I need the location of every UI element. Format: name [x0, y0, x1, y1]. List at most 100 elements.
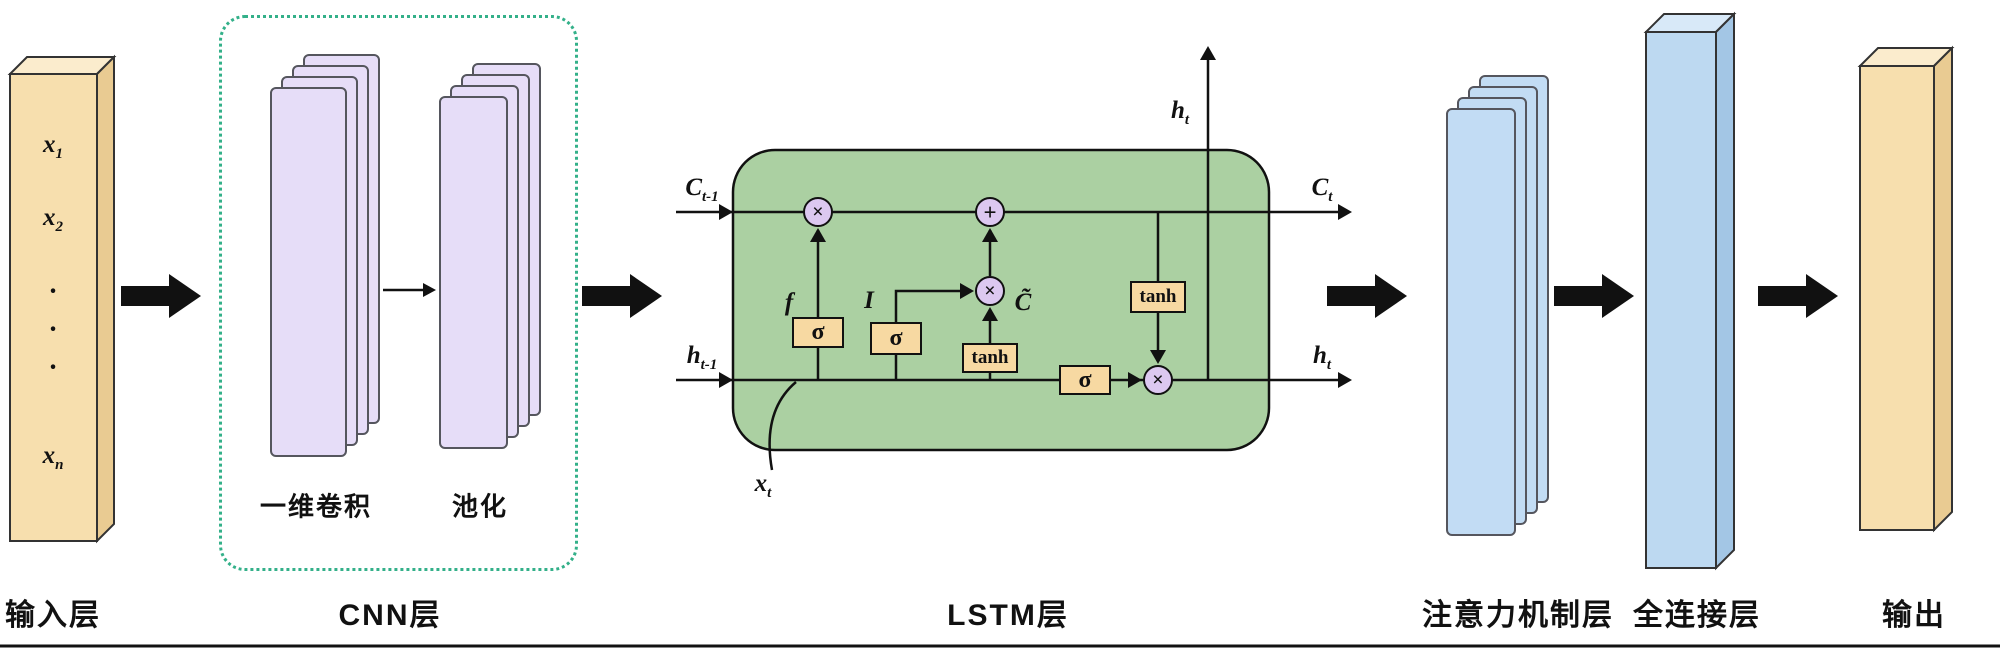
- output-sigma-gate: σ: [1059, 365, 1111, 395]
- cell-exit-arrowhead: [1338, 204, 1352, 220]
- output-bar-side-face: [1933, 45, 1953, 533]
- attention-layer-caption: 注意力机制层: [1422, 599, 1614, 632]
- input-xn-label: xn: [43, 442, 64, 474]
- var-sub: n: [55, 457, 64, 473]
- sigma-to-output-multiply-arrowhead: [1128, 372, 1142, 388]
- input-ellipsis-dot: ·: [48, 314, 58, 345]
- tanh-symbol: tanh: [971, 347, 1009, 368]
- tanh-symbol: tanh: [1139, 286, 1177, 307]
- var-base: x: [43, 131, 56, 158]
- cell-prev-label: Ct-1: [685, 174, 718, 206]
- forget-to-multiply-arrowhead: [810, 228, 826, 242]
- fc-layer-caption: 全连接层: [1633, 599, 1761, 632]
- var-sub: 2: [55, 219, 64, 235]
- pool-panel-front: [439, 96, 508, 449]
- input-sigma-gate: σ: [870, 322, 922, 355]
- multiply-to-add-arrowhead: [982, 228, 998, 242]
- forget-sigma-gate: σ: [792, 317, 844, 348]
- conv-panel-front: [270, 87, 347, 457]
- attention-panel-front: [1446, 108, 1516, 536]
- var-sub: t-1: [702, 189, 719, 205]
- output-caption: 输出: [1882, 599, 1946, 632]
- hidden-entry-arrowhead: [719, 372, 733, 388]
- var-base: x: [754, 470, 768, 497]
- cell-entry-arrowhead: [719, 204, 733, 220]
- var-base: h: [1312, 342, 1327, 369]
- tanh-to-output-multiply-arrowhead: [1150, 350, 1166, 364]
- var-sub: t: [1184, 112, 1190, 128]
- flow-arrow-attention-to-fc: [1554, 274, 1634, 318]
- input-bar-3d: [7, 54, 117, 544]
- multiply-icon: ×: [1152, 369, 1164, 391]
- hidden-exit-arrowhead: [1338, 372, 1352, 388]
- flow-arrow-lstm-to-attention: [1327, 274, 1407, 318]
- var-sub: t: [1328, 189, 1333, 205]
- forget-gate-label: f: [784, 289, 794, 316]
- arrow-shaft: [1758, 286, 1806, 306]
- var-base: C: [685, 174, 703, 201]
- var-sub: t-1: [700, 357, 718, 373]
- input-ellipsis-dot: ·: [48, 352, 58, 383]
- arrow-shaft: [121, 286, 169, 306]
- cnn-thin-arrowhead: [423, 283, 436, 297]
- input-gate-wire: [894, 289, 966, 322]
- input-gate-label: I: [864, 287, 874, 314]
- lstm-layer-caption: LSTM层: [947, 599, 1069, 632]
- xt-input-label: xt: [755, 470, 772, 502]
- input-bar-side-face: [96, 54, 115, 544]
- fc-bar-3d: [1643, 11, 1737, 571]
- tanh-to-multiply-arrowhead: [982, 307, 998, 321]
- hidden-top-arrowhead: [1200, 46, 1216, 60]
- var-base: C: [1311, 174, 1329, 201]
- cnn-layer-caption: CNN层: [338, 599, 442, 632]
- arrow-shaft: [1327, 286, 1375, 306]
- fc-bar-front-face: [1645, 31, 1717, 569]
- conv-caption: 一维卷积: [259, 491, 373, 522]
- sigma-symbol: σ: [811, 319, 825, 345]
- hidden-top-label: ht: [1171, 97, 1189, 129]
- fc-bar-side-face: [1715, 11, 1735, 571]
- var-base: x: [43, 204, 56, 231]
- arrow-head: [1806, 274, 1838, 318]
- flow-arrow-cnn-to-lstm: [582, 274, 662, 318]
- arrow-head: [630, 274, 662, 318]
- input-ellipsis-dot: ·: [48, 276, 58, 307]
- arrow-head: [169, 274, 201, 318]
- var-sub: t: [767, 485, 772, 501]
- input-x1-label: x1: [43, 131, 63, 163]
- hidden-prev-label: ht-1: [687, 342, 718, 374]
- arrow-shaft: [1554, 286, 1602, 306]
- sigma-symbol: σ: [889, 325, 903, 351]
- input-x2-label: x2: [43, 204, 63, 236]
- output-bar-3d: [1857, 45, 1955, 533]
- plus-icon: +: [983, 199, 997, 225]
- pool-caption: 池化: [451, 491, 509, 522]
- multiply-icon: ×: [812, 201, 824, 223]
- input-layer-caption: 输入层: [5, 599, 101, 632]
- cell-tanh-gate: tanh: [1130, 281, 1186, 313]
- arrow-head: [1375, 274, 1407, 318]
- arrow-head: [1602, 274, 1634, 318]
- output-multiply-node: ×: [1143, 365, 1173, 395]
- forget-multiply-node: ×: [803, 197, 833, 227]
- xt-input-curve: [768, 381, 797, 471]
- flow-arrow-fc-to-output: [1758, 274, 1838, 318]
- var-base: h: [1170, 97, 1185, 124]
- candidate-tanh-gate: tanh: [962, 343, 1018, 373]
- input-bar-front-face: [9, 73, 98, 542]
- flow-arrow-input-to-cnn: [121, 274, 201, 318]
- sigma-symbol: σ: [1078, 366, 1092, 393]
- cnn-dotted-box: [219, 15, 578, 571]
- output-bar-front-face: [1859, 65, 1935, 531]
- cell-add-node: +: [975, 197, 1005, 227]
- input-multiply-node: ×: [975, 276, 1005, 306]
- arrowheads: [423, 46, 1352, 388]
- multiply-icon: ×: [984, 280, 996, 302]
- arrow-shaft: [582, 286, 630, 306]
- var-base: x: [42, 442, 56, 469]
- var-sub: 1: [55, 146, 64, 162]
- hidden-out-label: ht: [1313, 342, 1331, 374]
- var-sub: t: [1326, 357, 1332, 373]
